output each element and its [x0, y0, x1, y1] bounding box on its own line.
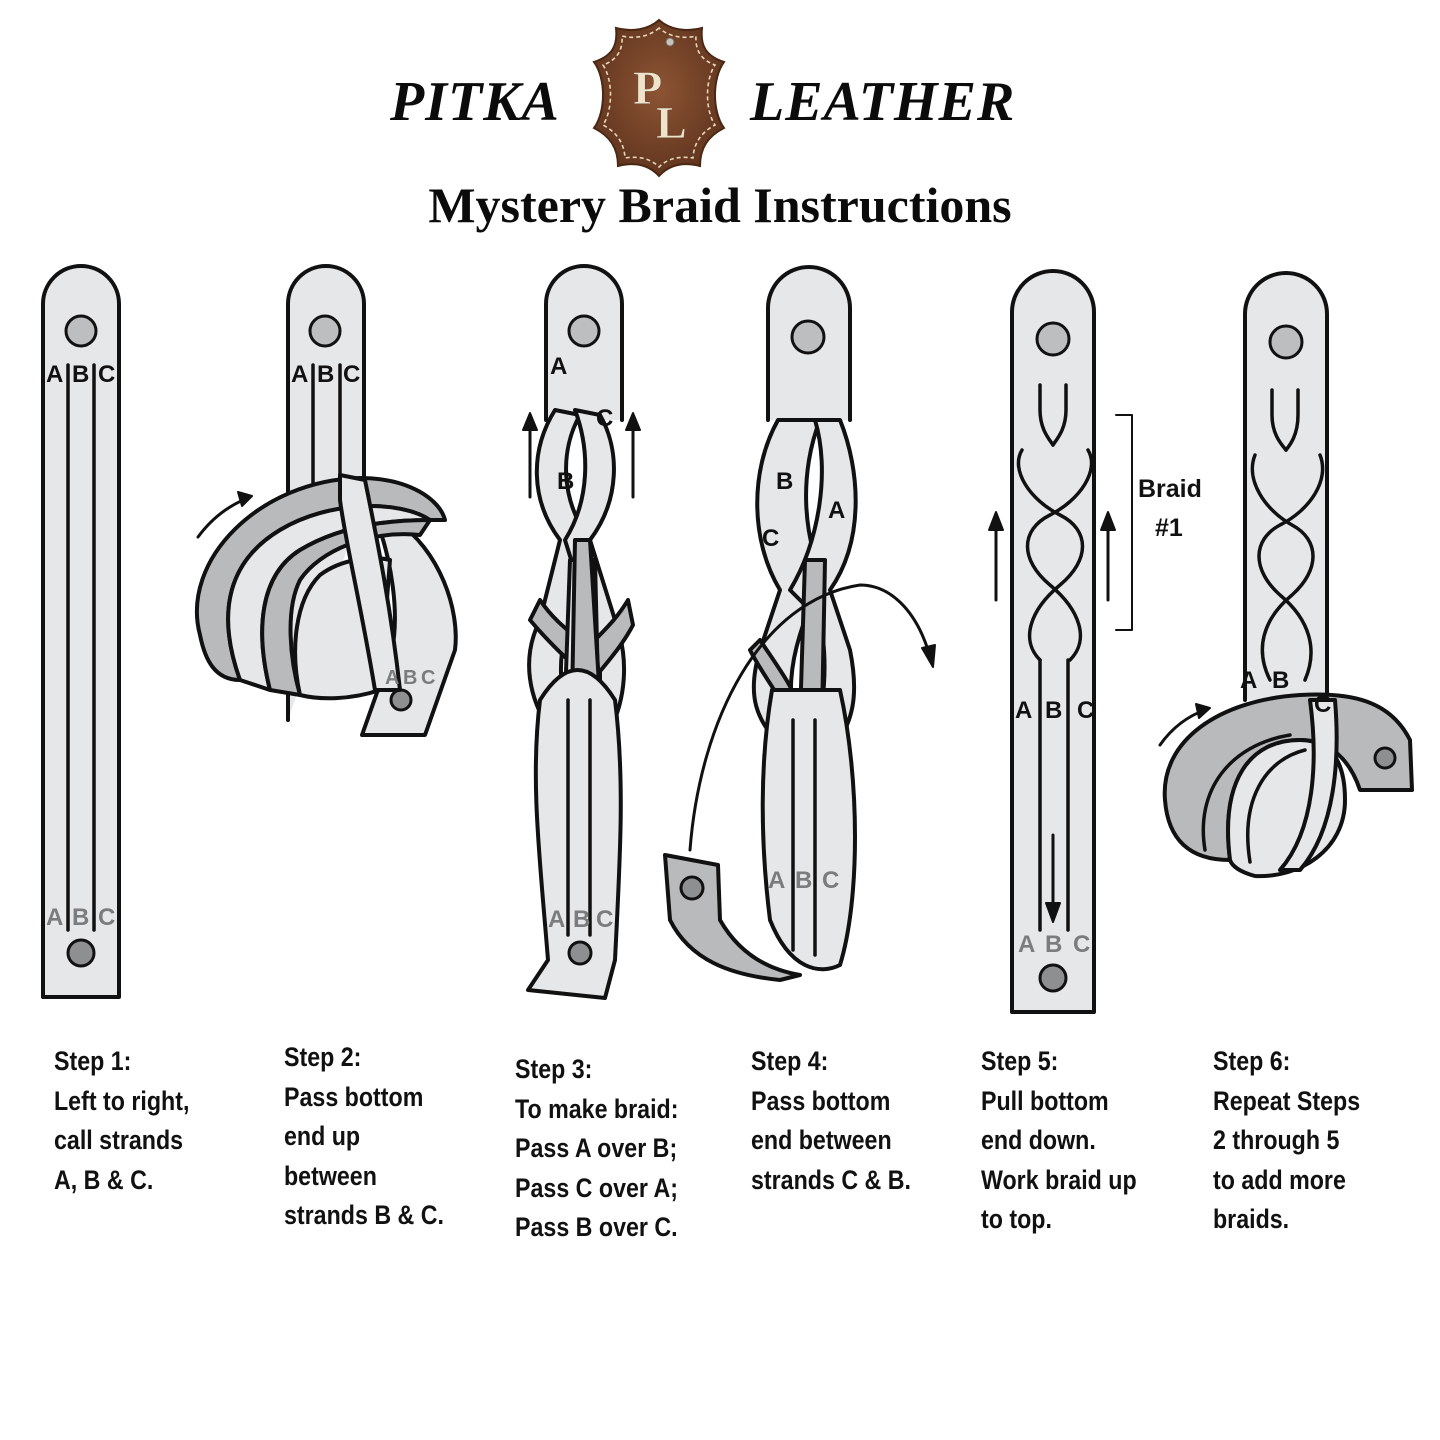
step-line: Pass B over C.	[515, 1212, 678, 1242]
step-line: 2 through 5	[1213, 1125, 1340, 1155]
step-line: end down.	[981, 1125, 1096, 1155]
label-a: A	[1240, 667, 1257, 694]
label-c: C	[762, 525, 779, 552]
step1-strap	[41, 264, 121, 999]
step3-braid-start	[522, 264, 641, 1000]
step-line: call strands	[54, 1125, 184, 1155]
step-line: Repeat Steps	[1213, 1085, 1361, 1116]
step-line: A, B & C.	[54, 1164, 154, 1195]
step5-pulled-braid	[988, 269, 1133, 1014]
step-6-instructions: Step 6: Repeat Steps 2 through 5 to add …	[1213, 1042, 1360, 1240]
step-line: end up	[284, 1121, 361, 1151]
label-b: B	[776, 468, 793, 495]
brand-name-left: PITKA	[390, 71, 560, 133]
label-a: A	[1018, 931, 1035, 958]
step-line: To make braid:	[515, 1093, 679, 1124]
label-a: A	[550, 353, 567, 380]
step-heading: Step 5:	[981, 1046, 1059, 1076]
label-c: C	[596, 906, 613, 933]
leather-hide-logo-icon: P L	[592, 18, 726, 178]
label-b: B	[573, 906, 590, 933]
label-c: C	[98, 904, 115, 931]
step-heading: Step 4:	[751, 1046, 829, 1076]
label-b: B	[72, 904, 89, 931]
label-b: B	[557, 468, 574, 495]
step-line: strands C & B.	[751, 1164, 912, 1195]
label-c: C	[98, 361, 115, 388]
step-heading: Step 1:	[54, 1046, 132, 1076]
label-b: B	[1045, 931, 1062, 958]
label-b: B	[1272, 667, 1289, 694]
step-line: Pass bottom	[751, 1085, 891, 1116]
braid-diagram: A B C A B C A C B B A C A B C Braid #1 A…	[41, 264, 1414, 1014]
step-heading: Step 2:	[284, 1042, 362, 1072]
step-heading: Step 3:	[515, 1054, 593, 1084]
label-c: C	[421, 667, 435, 689]
step-line: strands B & C.	[284, 1200, 445, 1230]
braid-bracket-label: Braid	[1138, 475, 1202, 503]
step6-repeat	[1158, 271, 1414, 879]
step-1-instructions: Step 1: Left to right, call strands A, B…	[54, 1042, 189, 1200]
label-b: B	[72, 361, 89, 388]
label-b: B	[317, 361, 334, 388]
brand-name-right: LEATHER	[750, 71, 1016, 133]
label-c: C	[1077, 697, 1094, 724]
step2-strap-loop	[194, 264, 458, 737]
step-3-instructions: Step 3: To make braid: Pass A over B; Pa…	[515, 1050, 678, 1248]
label-c: C	[1314, 691, 1331, 718]
underside-strand-labels: A B C A B C A B C A B C A B C	[46, 667, 1090, 958]
step-2-instructions: Step 2: Pass bottom end up between stran…	[284, 1038, 444, 1236]
step-line: Work braid up	[981, 1164, 1137, 1195]
label-b: B	[1045, 697, 1062, 724]
strand-labels: A B C A B C A C B B A C A B C Braid #1 A…	[46, 353, 1331, 724]
step-heading: Step 6:	[1213, 1046, 1291, 1076]
step-line: Pass bottom	[284, 1081, 424, 1112]
label-c: C	[822, 867, 839, 894]
page-title: Mystery Braid Instructions	[428, 177, 1012, 233]
label-a: A	[1015, 697, 1032, 724]
step-line: to add more	[1213, 1164, 1346, 1195]
label-c: C	[596, 405, 613, 432]
label-b: B	[403, 667, 417, 689]
label-a: A	[385, 667, 399, 689]
label-b: B	[795, 867, 812, 894]
step-line: to top.	[981, 1204, 1052, 1234]
label-a: A	[291, 361, 308, 388]
step-line: between	[284, 1160, 377, 1191]
step4-pass-end	[663, 265, 936, 982]
logo-monogram-p: P	[633, 62, 662, 115]
label-c: C	[343, 361, 360, 388]
header: PITKA P L LEATHER Mystery Braid Instruct…	[0, 0, 1440, 250]
step-line: braids.	[1213, 1204, 1290, 1234]
braid-bracket-number: #1	[1155, 514, 1183, 542]
step-4-instructions: Step 4: Pass bottom end between strands …	[751, 1042, 911, 1200]
step-line: Pass C over A;	[515, 1172, 679, 1203]
step-line: Pull bottom	[981, 1085, 1109, 1116]
step-line: Left to right,	[54, 1085, 190, 1116]
label-a: A	[46, 904, 63, 931]
label-a: A	[46, 361, 63, 388]
label-c: C	[1073, 931, 1090, 958]
step-line: Pass A over B;	[515, 1133, 678, 1163]
label-a: A	[768, 867, 785, 894]
step-line: end between	[751, 1125, 892, 1155]
logo-monogram-l: L	[656, 97, 687, 148]
label-a: A	[548, 906, 565, 933]
step-5-instructions: Step 5: Pull bottom end down. Work braid…	[981, 1042, 1137, 1240]
label-a: A	[828, 497, 845, 524]
